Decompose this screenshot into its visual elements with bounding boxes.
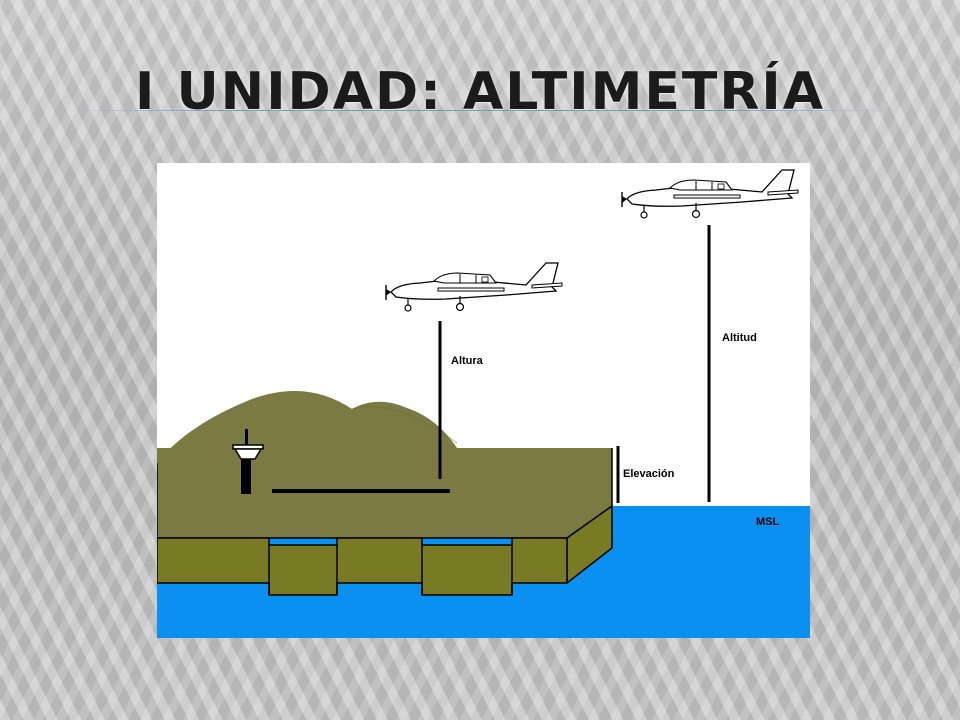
altimetry-illustration	[157, 169, 810, 638]
control-tower-icon	[232, 429, 264, 494]
label-msl: MSL	[756, 516, 780, 528]
runway	[272, 489, 450, 493]
label-elevacion: Elevación	[623, 468, 675, 480]
low-airplane-icon	[385, 262, 563, 312]
terrain-front-wall	[157, 537, 568, 596]
altimetry-diagram: Altura Altitud Elevación MSL	[157, 163, 810, 638]
slide-title: I UNIDAD: ALTIMETRÍA	[135, 62, 825, 122]
high-airplane-icon	[621, 169, 799, 219]
label-altura: Altura	[451, 355, 483, 367]
title-divider	[62, 110, 897, 111]
label-altitud: Altitud	[722, 332, 757, 344]
